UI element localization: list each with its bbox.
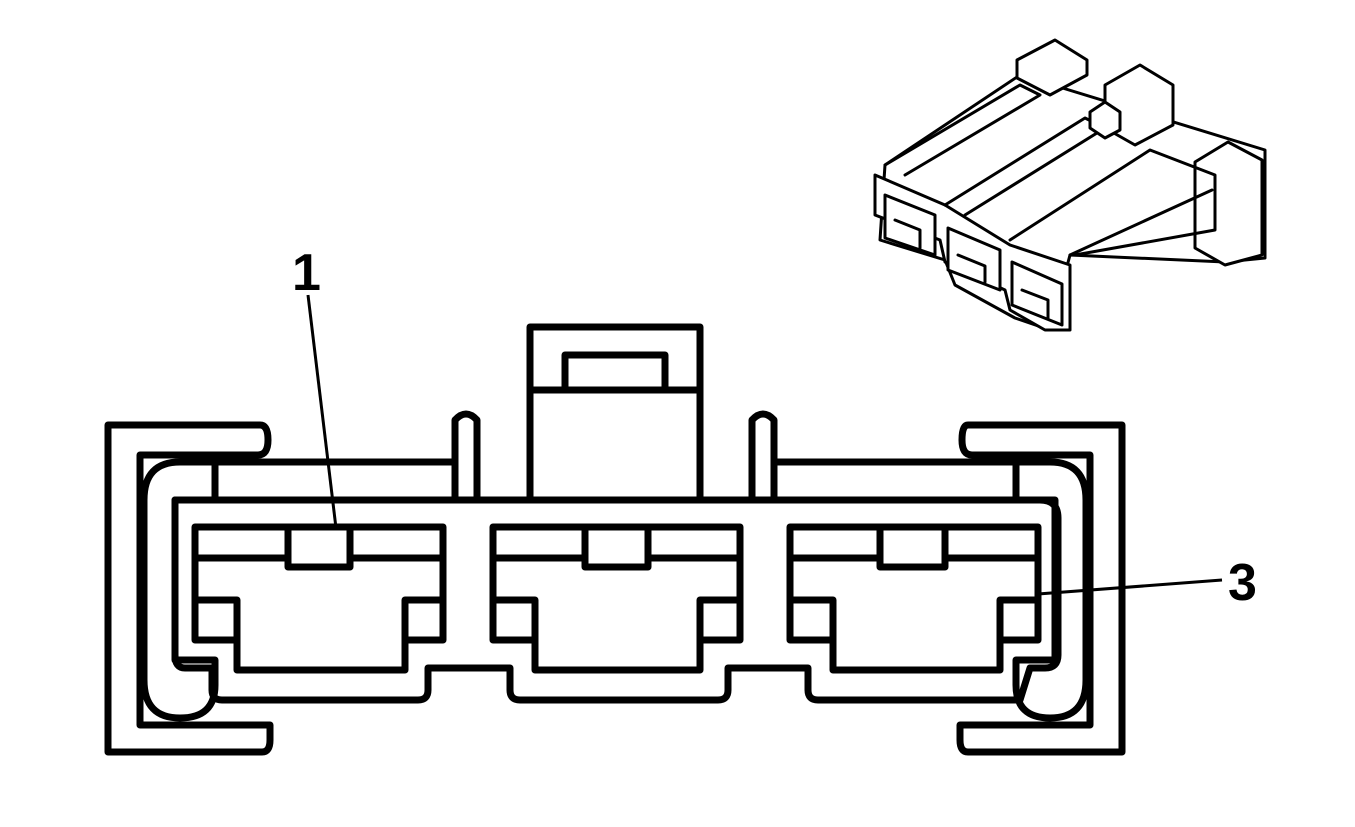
left-post — [451, 410, 481, 504]
pin-1-label: 1 — [292, 244, 321, 302]
connector-end-view — [104, 323, 1126, 756]
callout-pin-1: 1 — [292, 244, 338, 529]
pin-3-label: 3 — [1228, 554, 1257, 612]
connector-body — [171, 496, 1062, 704]
cavity-1 — [191, 523, 447, 674]
leader-line-pin-1 — [306, 294, 338, 529]
leader-line-pin-3 — [1037, 578, 1223, 596]
left-outer-bracket — [104, 421, 274, 756]
cavity-3 — [786, 523, 1042, 674]
right-post — [748, 410, 778, 504]
cavity-2 — [489, 523, 744, 674]
callout-pin-3: 3 — [1037, 554, 1257, 612]
connector-isometric-view — [873, 38, 1267, 332]
